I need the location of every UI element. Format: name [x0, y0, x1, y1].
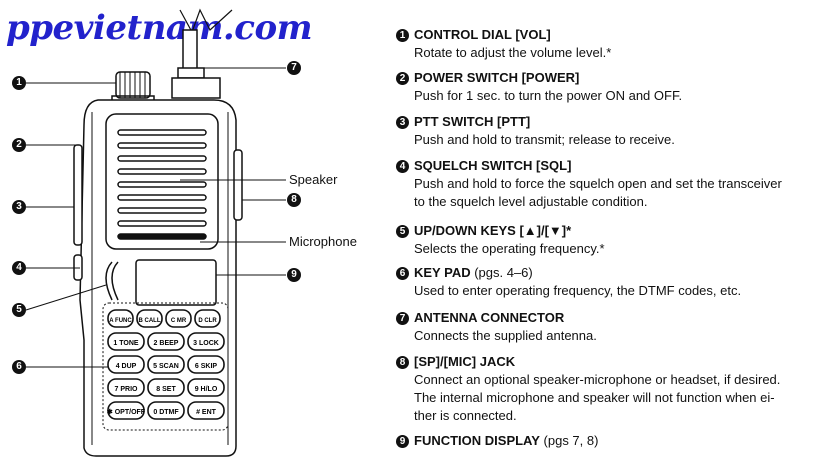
key-label: 4 DUP	[116, 363, 137, 370]
item-title: CONTROL DIAL [VOL]	[414, 27, 551, 42]
knob-ridges	[119, 72, 146, 98]
description-item: 3 PTT SWITCH [PTT] Push and hold to transm…	[396, 113, 675, 149]
description-item: 9 FUNCTION DISPLAY (pgs 7, 8)	[396, 432, 598, 450]
keypad-key[interactable]: 8 SET	[147, 378, 185, 397]
keypad-key[interactable]: 2 BEEP	[147, 332, 185, 351]
keypad-key[interactable]: 3 LOCK	[187, 332, 225, 351]
item-title: SQUELCH SWITCH [SQL]	[414, 158, 572, 173]
watermark: ppevietnam.com	[6, 8, 313, 48]
keypad-key[interactable]: 1 TONE	[107, 332, 145, 351]
keypad-key[interactable]: # ENT	[187, 401, 225, 420]
key-label: 9 H/LO	[195, 386, 218, 393]
key-label: 8 SET	[156, 386, 176, 393]
item-number: 4	[396, 160, 409, 173]
item-title: FUNCTION DISPLAY	[414, 433, 540, 448]
callout-5: 5	[12, 303, 26, 317]
key-label: 5 SCAN	[153, 363, 179, 370]
keypad-key[interactable]: 9 H/LO	[187, 378, 225, 397]
item-title: KEY PAD	[414, 265, 471, 280]
keypad-key[interactable]: C MR	[165, 309, 192, 328]
keypad-key[interactable]: 7 PRIO	[107, 378, 145, 397]
speaker-slot	[117, 194, 207, 201]
callout-7: 7	[287, 61, 301, 75]
key-label: ✱ OPT/OFF	[107, 408, 146, 416]
key-label: B CALL	[139, 318, 161, 324]
keypad-key[interactable]: B CALL	[136, 309, 163, 328]
item-title: ANTENNA CONNECTOR	[414, 310, 565, 325]
radio-illustration: A FUNC B CALL C MR D CLR 1 TONE 2 BEEP 3 LOCK 4…	[25, 8, 286, 457]
item-number: 7	[396, 312, 409, 325]
item-page-ref: (pgs. 4–6)	[470, 265, 533, 280]
keypad-key[interactable]: ✱ OPT/OFF	[107, 401, 146, 420]
item-description: Push and hold to transmit; release to re…	[414, 132, 675, 147]
speaker-slot	[117, 207, 207, 214]
item-description: Connect an optional speaker-microphone o…	[414, 372, 781, 423]
description-item: 1 CONTROL DIAL [VOL] Rotate to adjust the …	[396, 26, 611, 62]
speaker-slot	[117, 168, 207, 175]
keypad-key[interactable]: 0 DTMF	[147, 401, 185, 420]
item-title: UP/DOWN KEYS [▲]/[▼]*	[414, 223, 572, 238]
item-number: 9	[396, 435, 409, 448]
item-description: Push and hold to force the squelch open …	[414, 176, 782, 209]
key-label: 7 PRIO	[115, 386, 139, 393]
item-number: 2	[396, 72, 409, 85]
item-description: Push for 1 sec. to turn the power ON and…	[414, 88, 683, 103]
callout-4: 4	[12, 261, 26, 275]
item-title: POWER SWITCH [POWER]	[414, 70, 580, 85]
key-label: 3 LOCK	[193, 340, 219, 347]
item-number: 1	[396, 29, 409, 42]
description-item: 4 SQUELCH SWITCH [SQL] Push and hold to fo…	[396, 157, 782, 211]
item-description: Selects the operating frequency.*	[414, 241, 605, 256]
item-number: 5	[396, 225, 409, 238]
keypad-key[interactable]: 4 DUP	[107, 355, 145, 374]
item-title: [SP]/[MIC] JACK	[414, 354, 516, 369]
keypad-key[interactable]: 5 SCAN	[147, 355, 185, 374]
item-title: PTT SWITCH [PTT]	[414, 114, 531, 129]
key-label: 1 TONE	[113, 340, 138, 347]
item-page-ref: (pgs 7, 8)	[539, 433, 599, 448]
key-label: 6 SKIP	[195, 363, 218, 370]
key-label: A FUNC	[109, 318, 132, 324]
speaker-slot	[117, 129, 207, 136]
item-description: Connects the supplied antenna.	[414, 328, 597, 343]
description-item: 7 ANTENNA CONNECTOR Connects the supplied …	[396, 309, 597, 345]
speaker-slot	[117, 155, 207, 162]
speaker-slot	[117, 220, 207, 227]
speaker-slot	[117, 142, 207, 149]
keypad-key[interactable]: D CLR	[194, 309, 221, 328]
callout-9: 9	[287, 268, 301, 282]
item-description: Used to enter operating frequency, the D…	[414, 283, 742, 298]
key-label: D CLR	[198, 318, 217, 324]
description-item: 6 KEY PAD (pgs. 4–6) Used to enter operati…	[396, 264, 741, 300]
callout-2: 2	[12, 138, 26, 152]
item-number: 3	[396, 116, 409, 129]
callout-8: 8	[287, 193, 301, 207]
microphone-label: Microphone	[289, 234, 357, 249]
key-label: 2 BEEP	[154, 340, 179, 347]
speaker-label: Speaker	[289, 172, 338, 187]
item-number: 6	[396, 267, 409, 280]
speaker-slot	[117, 181, 207, 188]
keypad-key[interactable]: A FUNC	[107, 309, 134, 328]
item-description: Rotate to adjust the volume level.*	[414, 45, 612, 60]
callout-1: 1	[12, 76, 26, 90]
keypad-key[interactable]: 6 SKIP	[187, 355, 225, 374]
callout-3: 3	[12, 200, 26, 214]
speaker-slot	[117, 233, 207, 240]
key-label: # ENT	[196, 409, 217, 416]
key-label: C MR	[171, 318, 187, 324]
item-number: 8	[396, 356, 409, 369]
callout-6: 6	[12, 360, 26, 374]
key-label: 0 DTMF	[153, 409, 179, 416]
description-item: 2 POWER SWITCH [POWER] Push for 1 sec. to …	[396, 69, 682, 105]
description-item: 8 [SP]/[MIC] JACK Connect an optional spea…	[396, 353, 780, 425]
description-item: 5 UP/DOWN KEYS [▲]/[▼]* Selects the operat…	[396, 222, 605, 258]
